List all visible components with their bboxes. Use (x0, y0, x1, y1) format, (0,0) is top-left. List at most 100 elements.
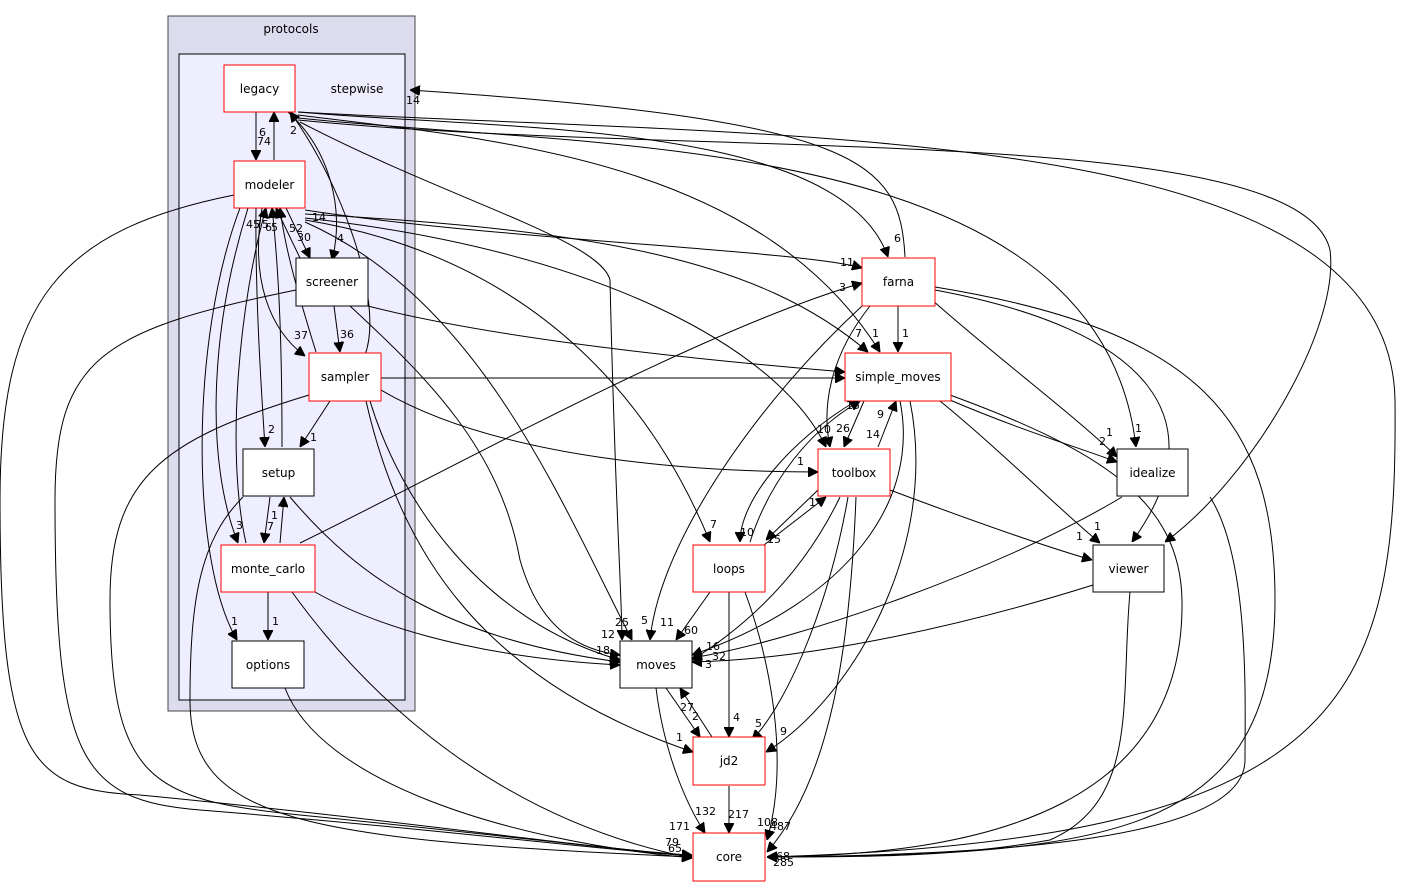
edge-label: 1 (271, 509, 278, 522)
edge-label: 16 (706, 640, 720, 653)
edge-label: 2 (268, 423, 275, 436)
edge-label: 14 (866, 428, 880, 441)
edge-loops-toolbox (759, 497, 826, 549)
node-sampler[interactable]: sampler (308, 352, 382, 402)
edge-toolbox-core (767, 496, 857, 852)
edge-label: 74 (257, 135, 271, 148)
node-legacy[interactable]: legacy (223, 64, 296, 113)
edge-label: 3 (705, 658, 712, 671)
edge-label: 3 (236, 519, 243, 532)
edge-sampler-modeler (280, 208, 317, 353)
edge-label: 11 (660, 616, 674, 629)
edge-idealize-core (767, 496, 1246, 857)
node-core[interactable]: core (692, 832, 766, 882)
edge-toolbox-loops (766, 489, 819, 540)
edge-label: 1 (231, 615, 238, 628)
node-idealize[interactable]: idealize (1116, 448, 1189, 497)
nodes: legacy stepwise modeler screener sampler… (220, 64, 1189, 882)
node-monte-carlo-label: monte_carlo (231, 562, 305, 576)
edge-label: 32 (712, 650, 726, 663)
edge-label: 1 (1106, 426, 1113, 439)
node-screener[interactable]: screener (295, 257, 369, 307)
node-modeler[interactable]: modeler (233, 160, 306, 209)
edge-monte-carlo-moves (314, 591, 620, 665)
cluster-protocols-label: protocols (263, 22, 318, 36)
node-options-label: options (246, 658, 290, 672)
edge-label: 6 (265, 221, 272, 234)
edge-screener-sampler (333, 305, 340, 352)
edge-setup-modeler (272, 208, 283, 448)
edge-jd2-moves (680, 688, 713, 738)
edge-simple-moves-viewer (939, 400, 1100, 543)
edge-farna-idealize (931, 299, 1117, 457)
node-monte-carlo[interactable]: monte_carlo (220, 544, 316, 593)
edge-setup-moves (289, 496, 620, 662)
edge-farna-stepwise (410, 90, 906, 258)
node-toolbox[interactable]: toolbox (817, 448, 891, 497)
edge-loops-moves (676, 591, 711, 640)
edge-label: 68 (776, 850, 790, 863)
edge-label: 26 (836, 422, 850, 435)
edge-label: 65 (668, 842, 682, 855)
edge-label: 487 (770, 820, 791, 833)
node-farna-label: farna (883, 275, 914, 289)
edge-label: 4 (337, 232, 344, 245)
node-viewer[interactable]: viewer (1092, 544, 1165, 593)
edge-label: 27 (680, 701, 694, 714)
edge-label: 1 (1135, 422, 1142, 435)
edge-label: 52 (289, 222, 303, 235)
edge-sampler-legacy (290, 112, 371, 356)
edge-label: 25 (615, 616, 629, 629)
edge-label: 36 (340, 328, 354, 341)
edge-label: 12 (601, 628, 615, 641)
node-simple-moves[interactable]: simple_moves (844, 352, 952, 402)
node-setup[interactable]: setup (242, 448, 315, 497)
edge-toolbox-viewer (889, 489, 1092, 560)
node-loops-label: loops (713, 562, 745, 576)
edge-setup-monte-carlo (264, 496, 271, 543)
edge-toolbox-jd2 (752, 496, 849, 740)
node-toolbox-label: toolbox (832, 466, 876, 480)
edge-label: 75 (255, 218, 269, 231)
edge-monte-carlo-farna (299, 283, 862, 544)
edge-label: 18 (596, 644, 610, 657)
edge-idealize-moves (692, 496, 1123, 658)
edge-label: 217 (728, 808, 749, 821)
edge-labels: 14 6 74 2 4 14 6 11 3 7 1 1 1 2 1 45 75 … (231, 94, 1142, 869)
edge-label: 9 (877, 408, 884, 421)
edge-label: 1 (676, 731, 683, 744)
node-moves[interactable]: moves (619, 640, 693, 689)
edge-modeler-monte-carlo (215, 207, 249, 543)
edge-label: 7 (710, 518, 717, 531)
node-options[interactable]: options (231, 640, 305, 689)
node-viewer-label: viewer (1109, 562, 1149, 576)
edge-label: 1 (1094, 520, 1101, 533)
edge-farna-viewer (934, 289, 1170, 542)
edge-label: 2 (692, 710, 699, 723)
node-legacy-label: legacy (240, 82, 279, 96)
edge-viewer-moves (692, 584, 1094, 662)
edge-label: 60 (684, 624, 698, 637)
edge-label: 285 (773, 856, 794, 869)
edge-sampler-core (109, 394, 692, 856)
edge-toolbox-moves (692, 496, 841, 660)
edge-label: 79 (665, 836, 679, 849)
edge-loops-simple-moves (749, 401, 860, 543)
node-loops[interactable]: loops (692, 544, 766, 593)
edge-simple-moves-idealize (949, 399, 1117, 462)
node-jd2[interactable]: jd2 (692, 736, 766, 786)
node-stepwise[interactable]: stepwise (331, 82, 384, 96)
edge-sampler-jd2 (365, 400, 693, 752)
edge-legacy-moves (299, 121, 622, 640)
node-farna[interactable]: farna (861, 257, 936, 307)
node-modeler-label: modeler (245, 178, 295, 192)
edge-modeler-screener (285, 207, 310, 258)
edge-sampler-setup (300, 400, 331, 447)
edge-modeler-toolbox (304, 217, 826, 447)
edge-legacy-idealize (297, 117, 1136, 447)
edge-label: 1 (272, 615, 279, 628)
edge-monte-carlo-setup (280, 497, 284, 544)
edge-label: 1 (902, 327, 909, 340)
node-sampler-label: sampler (321, 370, 370, 384)
